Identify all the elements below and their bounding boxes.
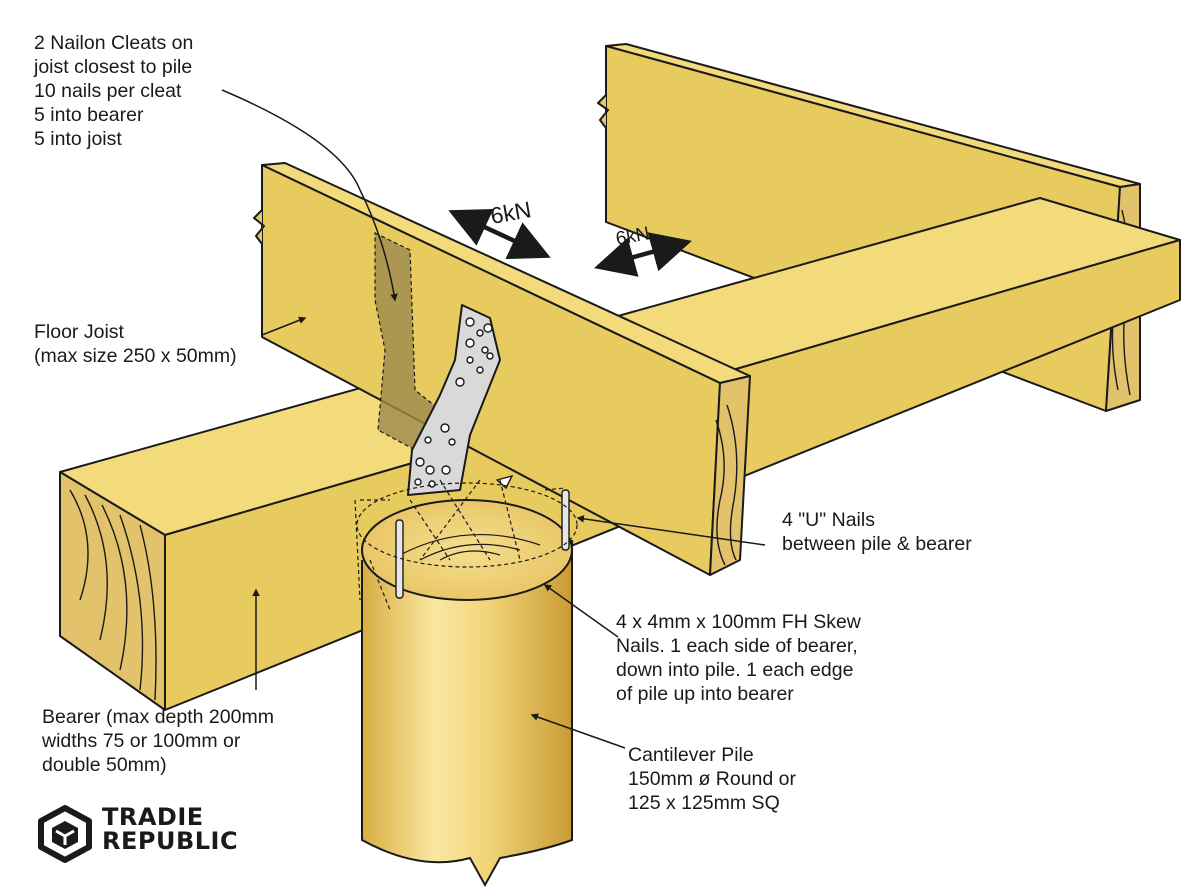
joist-end-grain [715, 404, 738, 566]
joist-end [709, 375, 751, 576]
leader-lines [221, 89, 766, 749]
load-arrow-1 [448, 208, 551, 260]
load-arrow-2 [594, 232, 692, 277]
hidden-cleat [374, 232, 441, 451]
nailon-cleat [407, 304, 501, 496]
leader-skew-nails [543, 584, 619, 638]
skew-nails-dashed [354, 479, 578, 611]
load-label-1: 6kN [488, 196, 533, 229]
leader-pile [530, 713, 626, 749]
floor-joist-label: Floor Joist(max size 250 x 50mm) [34, 321, 237, 367]
cantilever-pile [361, 499, 573, 888]
cleat-plate [407, 304, 501, 496]
u-nails [395, 474, 570, 599]
pile-body [361, 540, 573, 888]
pile-top [361, 499, 573, 601]
bearer-end-grain [69, 489, 157, 701]
load-label-2: 6kN [614, 223, 651, 250]
leader-cleats [221, 89, 398, 302]
cleat-holes [414, 317, 494, 488]
back-joist-break [597, 46, 609, 222]
pile-rings [399, 534, 541, 561]
joist-break [253, 165, 265, 337]
leader-u-nails [576, 515, 766, 546]
leader-joist [261, 316, 307, 336]
load-arrows [448, 208, 692, 277]
logo-cube-icon [38, 805, 92, 863]
